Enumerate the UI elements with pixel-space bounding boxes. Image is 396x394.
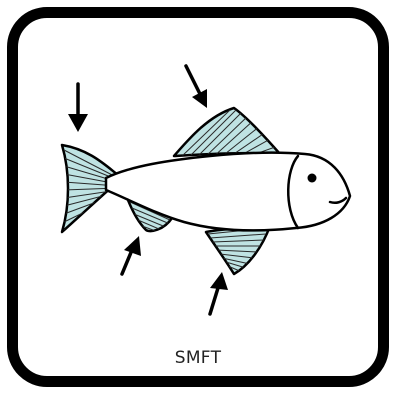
- arrow-icon-pelvic: [122, 236, 141, 274]
- arrow-icon-dorsal: [186, 66, 207, 108]
- dorsal-fin: [174, 108, 290, 158]
- arrow-icon-tail: [68, 84, 88, 132]
- anal-fin: [206, 226, 270, 274]
- arrow-icon-anal: [210, 272, 228, 314]
- fish-eye: [308, 174, 317, 183]
- caption-label: SMFT: [0, 348, 396, 368]
